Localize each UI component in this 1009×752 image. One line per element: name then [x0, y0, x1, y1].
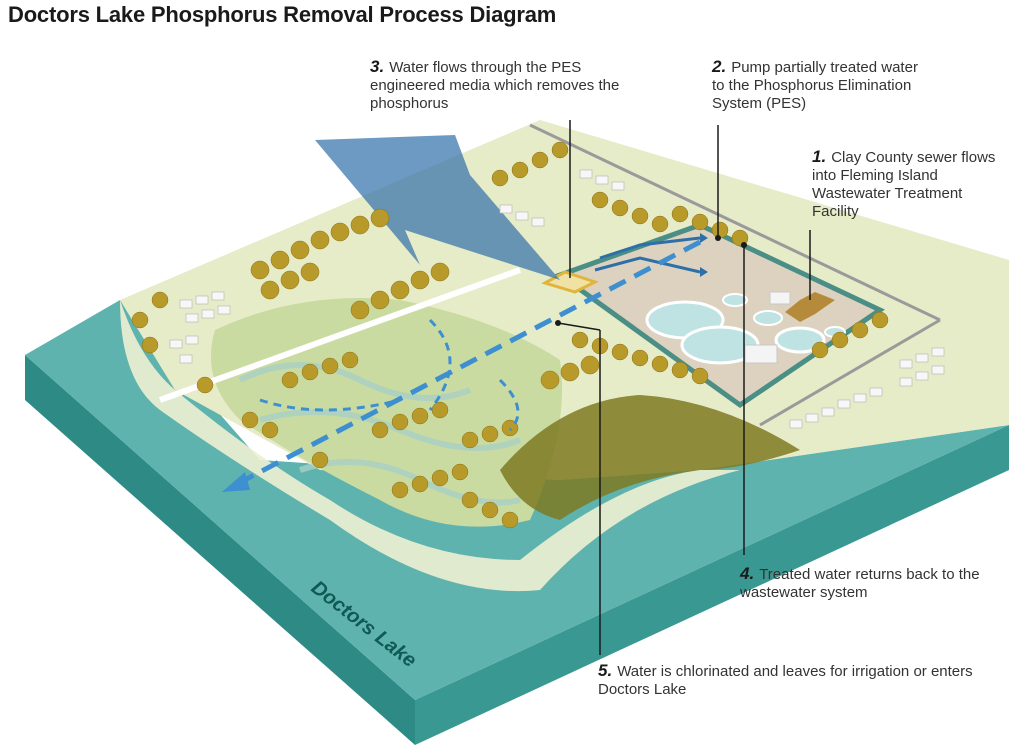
page-title: Doctors Lake Phosphorus Removal Process …: [8, 2, 557, 27]
return-arrowhead: [700, 267, 708, 277]
wetland-flow-arrow: [498, 378, 520, 432]
road-east-2: [759, 318, 941, 427]
step-4-callout: 4.Treated water returns back to the wast…: [740, 565, 1000, 602]
pump-arrowhead: [700, 233, 708, 243]
block-left-side: [25, 355, 415, 745]
step-1-number: 1.: [812, 147, 827, 166]
step-4-number: 4.: [740, 564, 755, 583]
clarifier-4: [753, 310, 783, 326]
clarifier-3: [774, 326, 826, 354]
pes-arrow: [315, 135, 560, 280]
road-main: [158, 267, 522, 403]
step-2-number: 2.: [712, 57, 727, 76]
road-east: [529, 123, 941, 322]
clarifier-5: [722, 293, 748, 307]
tree-cluster: [131, 141, 889, 529]
wetland-flow-arrow: [259, 398, 401, 412]
woodland: [500, 395, 800, 520]
step-2-text: Pump partially treated water to the Phos…: [712, 59, 918, 112]
step-3-number: 3.: [370, 57, 385, 76]
block-right-side: [415, 425, 1009, 745]
outflow-arrow: [233, 239, 702, 488]
house-blocks: [169, 169, 945, 429]
pes-media-bed: [541, 270, 599, 294]
outflow-arrowhead: [222, 472, 250, 492]
sewer-inflow-arrow: [785, 292, 835, 322]
wetland-flow-arrow: [428, 318, 452, 411]
leader-dot-4: [741, 242, 747, 248]
facility-building-2: [769, 291, 791, 305]
step-5-callout: 5.Water is chlorinated and leaves for ir…: [598, 662, 1000, 699]
step-4-text: Treated water returns back to the wastew…: [740, 566, 980, 601]
step-1-callout: 1.Clay County sewer flows into Fleming I…: [812, 148, 1004, 221]
return-pipe: [594, 256, 701, 274]
step-1-text: Clay County sewer flows into Fleming Isl…: [812, 149, 996, 220]
wetland-area: [210, 298, 562, 527]
step-5-number: 5.: [598, 661, 613, 680]
shoreline: [120, 300, 740, 592]
facility-building: [744, 344, 778, 364]
step-3-callout: 3.Water flows through the PES engineered…: [370, 58, 620, 113]
step-2-callout: 2.Pump partially treated water to the Ph…: [712, 58, 927, 113]
leader-dot-2: [715, 235, 721, 241]
step-5-text: Water is chlorinated and leaves for irri…: [598, 663, 973, 698]
leader-line-5-elbow: [557, 322, 601, 331]
pump-pipe: [599, 236, 701, 260]
step-3-text: Water flows through the PES engineered m…: [370, 59, 620, 112]
